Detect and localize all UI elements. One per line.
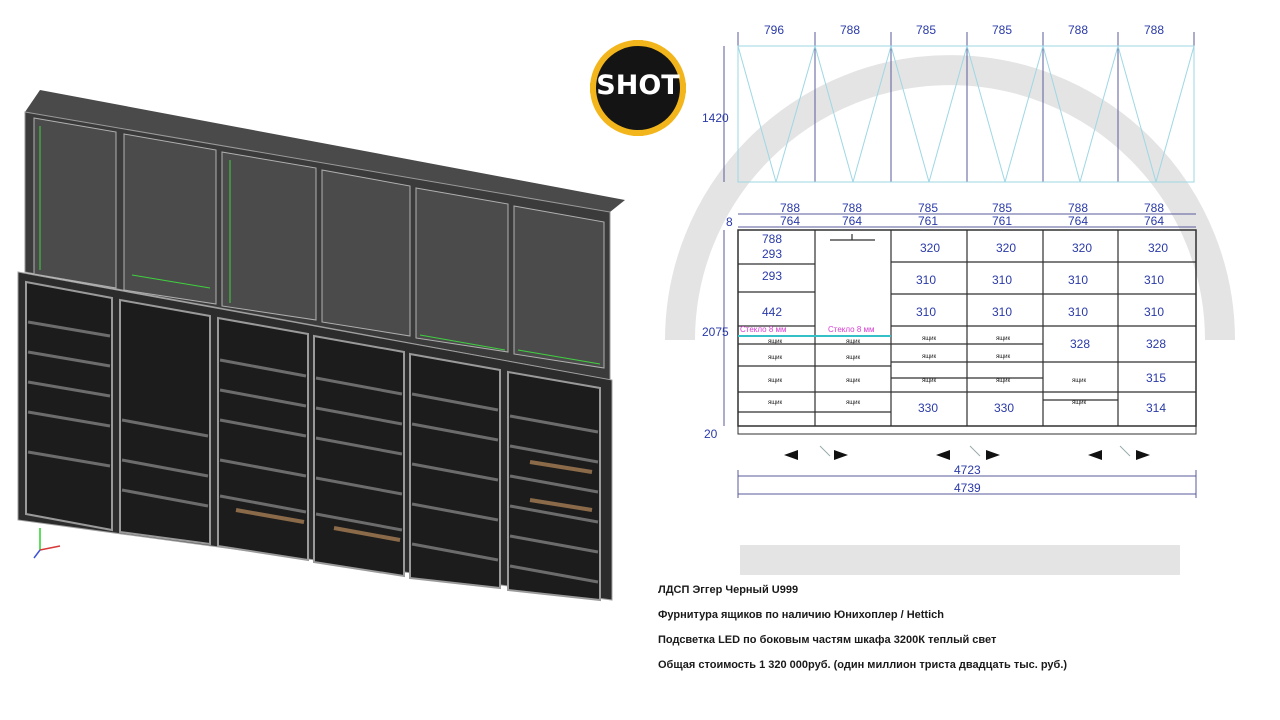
dim-c4-1: 310	[992, 273, 1012, 287]
dim-c4-bottom: 330	[994, 401, 1014, 415]
dim-lower-outer-6: 788	[1144, 201, 1164, 215]
dim-c5-2: 310	[1068, 305, 1088, 319]
dim-c6-1: 310	[1144, 273, 1164, 287]
dim-lower-height: 2075	[702, 325, 729, 339]
cabinet-3d-render	[17, 90, 625, 602]
svg-text:ящик: ящик	[996, 336, 1011, 342]
dim-upper-w1: 796	[764, 23, 784, 37]
dim-c3-2: 310	[916, 305, 936, 319]
dim-upper-w5: 788	[1068, 23, 1088, 37]
svg-text:ящик: ящик	[922, 336, 937, 342]
dim-c5-0: 320	[1072, 241, 1092, 255]
note-total-cost: Общая стоимость 1 320 000руб. (один милл…	[658, 659, 1068, 671]
upper-elevation: 1420 796 788 785 785 788 788	[702, 23, 1195, 183]
upper-cabinets-top-face	[25, 90, 625, 212]
dim-c3-1: 310	[916, 273, 936, 287]
svg-text:ящик: ящик	[846, 378, 861, 384]
dim-lower-inner-6: 764	[1144, 214, 1164, 228]
dim-lower-outer-5: 788	[1068, 201, 1088, 215]
dim-lower-outer-3: 785	[918, 201, 938, 215]
dim-total-inner: 4723	[954, 463, 981, 477]
dim-upper-w2: 788	[840, 23, 860, 37]
upper-glass-edge-lines	[39, 126, 601, 365]
glass-note-1: Стекло 8 мм	[740, 325, 787, 334]
dim-c1-1: 293	[762, 247, 782, 261]
axis-gizmo-icon	[33, 528, 61, 559]
svg-text:ящик: ящик	[996, 378, 1011, 384]
logo-text: SHOT	[596, 70, 680, 101]
door-arrow-icons	[784, 450, 1150, 460]
note-hardware: Фурнитура ящиков по наличию Юнихоплер / …	[658, 609, 944, 621]
svg-text:ящик: ящик	[922, 378, 937, 384]
dim-c3-bottom: 330	[918, 401, 938, 415]
dim-plinth: 20	[704, 427, 718, 441]
note-lighting: Подсветка LED по боковым частям шкафа 32…	[658, 634, 997, 646]
door-opening-lines	[737, 45, 1195, 183]
dim-lower-inner-1: 764	[780, 214, 800, 228]
svg-text:ящик: ящик	[846, 355, 861, 361]
dim-upper-height: 1420	[702, 111, 729, 125]
shot-logo: SHOT	[590, 40, 686, 136]
dim-c6-5: 314	[1146, 401, 1166, 415]
wooden-trays	[235, 460, 593, 542]
svg-text:ящик: ящик	[1072, 400, 1087, 406]
dim-lower-inner-4: 761	[992, 214, 1012, 228]
dim-c6-4: 315	[1146, 371, 1166, 385]
lower-shelves	[27, 320, 599, 584]
dim-c1-2: 293	[762, 269, 782, 283]
dim-upper-w6: 788	[1144, 23, 1164, 37]
svg-text:ящик: ящик	[996, 354, 1011, 360]
dim-lower-outer-4: 785	[992, 201, 1012, 215]
dim-lower-inner-5: 764	[1068, 214, 1088, 228]
dim-c5-1: 310	[1068, 273, 1088, 287]
svg-text:ящик: ящик	[1072, 378, 1087, 384]
dim-c1-3: 442	[762, 305, 782, 319]
dim-c3-0: 320	[920, 241, 940, 255]
dim-total-outer: 4739	[954, 481, 981, 495]
svg-text:ящик: ящик	[768, 339, 783, 345]
lower-elevation: 788 788 785 785 788 788 764 764 761 761 …	[702, 201, 1197, 498]
svg-text:ящик: ящик	[768, 400, 783, 406]
dim-c1-0: 788	[762, 232, 782, 246]
dim-c4-0: 320	[996, 241, 1016, 255]
dim-c5-3: 328	[1070, 337, 1090, 351]
svg-text:ящик: ящик	[768, 355, 783, 361]
dim-upper-w4: 785	[992, 23, 1012, 37]
spec-notes: ЛДСП Эггер Черный U999 Фурнитура ящиков …	[658, 584, 1067, 684]
watermark	[665, 55, 1235, 575]
dim-c6-3: 328	[1146, 337, 1166, 351]
svg-text:ящик: ящик	[768, 378, 783, 384]
dim-c6-2: 310	[1144, 305, 1164, 319]
dim-lower-inner-3: 761	[918, 214, 938, 228]
note-material: ЛДСП Эггер Черный U999	[658, 584, 799, 596]
dim-c6-0: 320	[1148, 241, 1168, 255]
svg-text:ящик: ящик	[846, 400, 861, 406]
drawer-labels: ящик ящик ящик ящик ящик ящик ящик ящик …	[768, 336, 1087, 406]
dim-c4-2: 310	[992, 305, 1012, 319]
svg-text:ящик: ящик	[846, 339, 861, 345]
dim-lower-inner-2: 764	[842, 214, 862, 228]
dim-lower-outer-2: 788	[842, 201, 862, 215]
glass-note-2: Стекло 8 мм	[828, 325, 875, 334]
technical-drawing: 1420 796 788 785 785 788 788 788 788 785…	[665, 23, 1235, 575]
dim-lower-outer-1: 788	[780, 201, 800, 215]
upper-cabinet-doors	[33, 117, 605, 369]
dim-upper-w3: 785	[916, 23, 936, 37]
svg-text:ящик: ящик	[922, 354, 937, 360]
dim-left-gap: 8	[726, 215, 733, 229]
